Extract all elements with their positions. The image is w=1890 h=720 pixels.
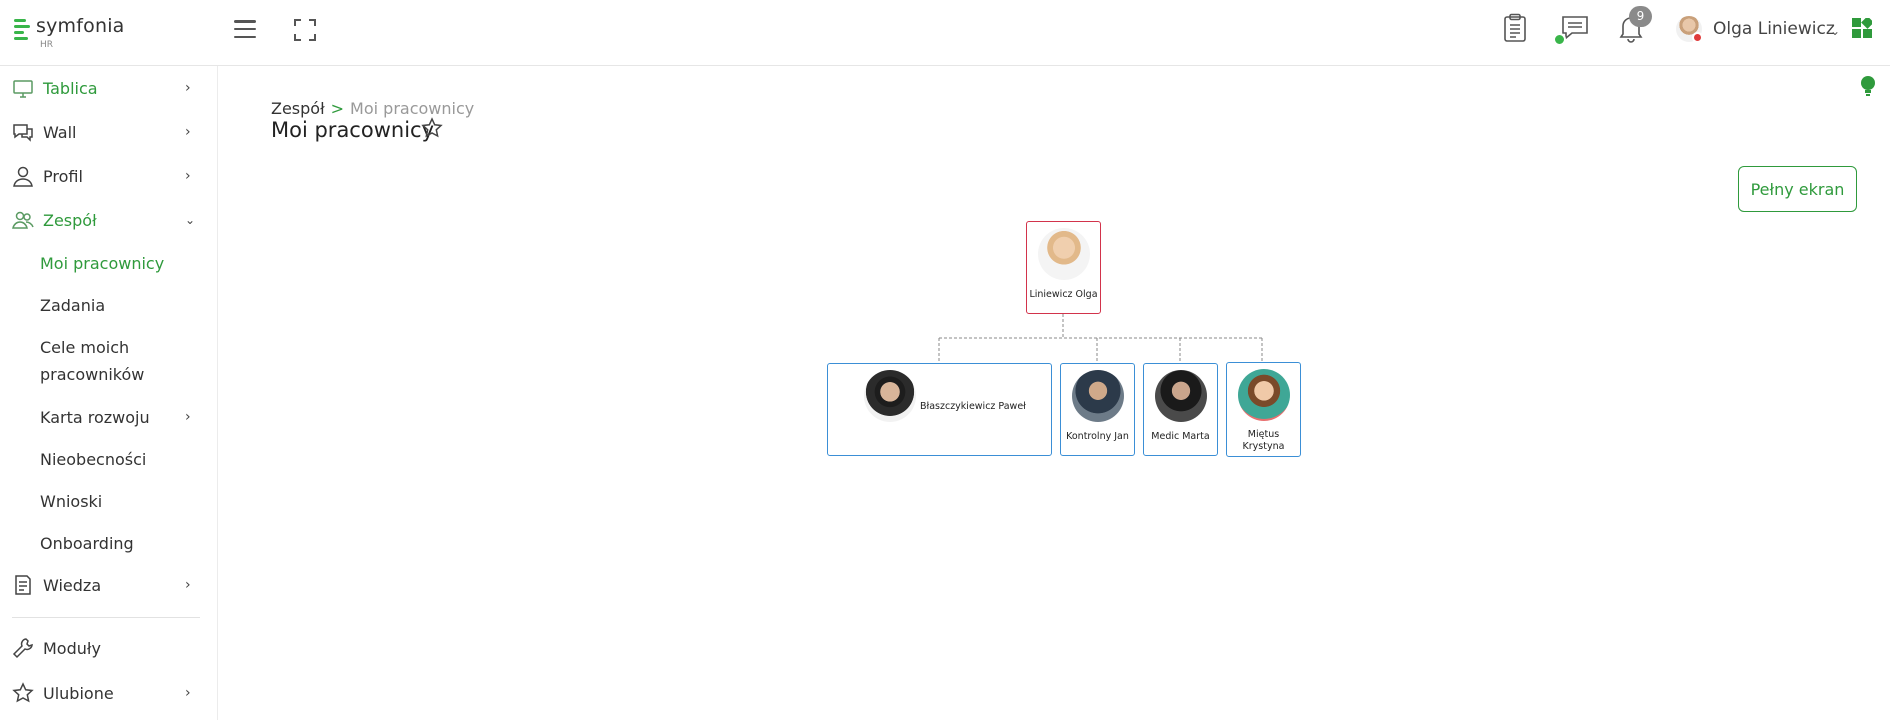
sidebar-item-zespol[interactable]: Zespół ⌄ (0, 200, 218, 240)
employee-name: Miętus Krystyna (1242, 429, 1285, 452)
brand-name: symfonia (36, 15, 125, 37)
breadcrumb-current: Moi pracownicy (350, 99, 475, 118)
chevron-right-icon: › (185, 168, 191, 184)
top-bar: symfonia HR 9 Olga Liniewicz ⌄ (0, 0, 1890, 66)
avatar (1155, 370, 1207, 422)
notification-badge: 9 (1629, 6, 1652, 27)
sidebar-item-profil[interactable]: Profil › (0, 156, 218, 196)
document-icon (12, 574, 34, 596)
sidebar-subitem-nieobecnosci[interactable]: Nieobecności (40, 450, 147, 469)
chat-bubbles-icon (12, 121, 34, 143)
chat-icon[interactable] (1558, 12, 1592, 44)
sidebar-item-wiedza[interactable]: Wiedza › (0, 565, 218, 605)
sidebar-item-label: Moduły (43, 638, 101, 658)
sidebar-item-label: Wiedza (43, 575, 102, 595)
user-icon (12, 165, 34, 187)
wrench-icon (12, 637, 34, 659)
sidebar-item-label: Zespół (43, 210, 97, 230)
app-logo[interactable]: symfonia HR (14, 15, 125, 50)
user-status-dot (1692, 32, 1703, 43)
star-icon (12, 682, 34, 704)
breadcrumb-parent[interactable]: Zespół (271, 99, 325, 118)
sidebar-item-tablica[interactable]: Tablica › (0, 68, 218, 108)
employee-name: Błaszczykiewicz Paweł (920, 401, 1026, 412)
org-card-child[interactable]: Kontrolny Jan (1060, 363, 1135, 456)
team-icon (12, 209, 34, 231)
avatar (1238, 369, 1290, 421)
employee-name: Liniewicz Olga (1029, 289, 1098, 300)
chevron-right-icon: › (185, 577, 191, 593)
sidebar-item-wall[interactable]: Wall › (0, 112, 218, 152)
sidebar-subitem-wnioski[interactable]: Wnioski (40, 492, 103, 511)
user-name[interactable]: Olga Liniewicz (1713, 19, 1835, 39)
sidebar-item-label: Profil (43, 166, 83, 186)
avatar (1038, 228, 1090, 280)
avatar (864, 370, 916, 422)
lightbulb-icon[interactable] (1860, 75, 1876, 99)
employee-name: Kontrolny Jan (1066, 431, 1129, 442)
chevron-down-icon[interactable]: ⌄ (1830, 24, 1841, 38)
chevron-right-icon[interactable]: › (185, 409, 191, 425)
sidebar-subitem-zadania[interactable]: Zadania (40, 296, 106, 315)
sidebar-subitem-moi-pracownicy[interactable]: Moi pracownicy (40, 254, 165, 273)
page-title: Moi pracownicy (271, 118, 434, 142)
chevron-right-icon: › (185, 685, 191, 701)
org-card-child[interactable]: Miętus Krystyna (1226, 362, 1301, 457)
sidebar-item-label: Tablica (43, 78, 98, 98)
sidebar-subitem-karta-rozwoju[interactable]: Karta rozwoju (40, 408, 150, 427)
online-status-dot (1553, 33, 1566, 46)
logo-mark-icon (14, 19, 30, 43)
chevron-down-icon: ⌄ (185, 213, 196, 227)
sidebar: Tablica › Wall › Profil › Zespół ⌄ Moi p… (0, 66, 218, 720)
sidebar-divider (12, 617, 200, 618)
avatar (1072, 370, 1124, 422)
breadcrumb-separator: > (330, 99, 345, 118)
clipboard-icon[interactable] (1500, 12, 1530, 44)
apps-grid-icon[interactable] (1852, 16, 1874, 38)
desktop-icon (12, 77, 34, 99)
brand-sub: HR (40, 40, 54, 50)
employee-name: Medic Marta (1151, 431, 1210, 442)
org-card-root[interactable]: Liniewicz Olga (1026, 221, 1101, 314)
breadcrumb: Zespół > Moi pracownicy (271, 99, 474, 118)
sidebar-item-label: Wall (43, 122, 77, 142)
fullscreen-button[interactable]: Pełny ekran (1738, 166, 1857, 212)
sidebar-item-ulubione[interactable]: Ulubione › (0, 673, 218, 713)
org-card-child[interactable]: Medic Marta (1143, 363, 1218, 456)
fullscreen-icon[interactable] (292, 17, 318, 43)
sidebar-item-label: Ulubione (43, 683, 114, 703)
sidebar-subitem-cele[interactable]: Cele moich pracowników (40, 338, 145, 384)
favorite-star-icon[interactable] (421, 117, 443, 139)
sidebar-subitem-onboarding[interactable]: Onboarding (40, 534, 134, 553)
chevron-right-icon: › (185, 124, 191, 140)
chevron-right-icon: › (185, 80, 191, 96)
sidebar-item-moduly[interactable]: Moduły (0, 628, 218, 668)
menu-icon[interactable] (232, 17, 258, 41)
org-card-child[interactable]: Błaszczykiewicz Paweł (827, 363, 1052, 456)
